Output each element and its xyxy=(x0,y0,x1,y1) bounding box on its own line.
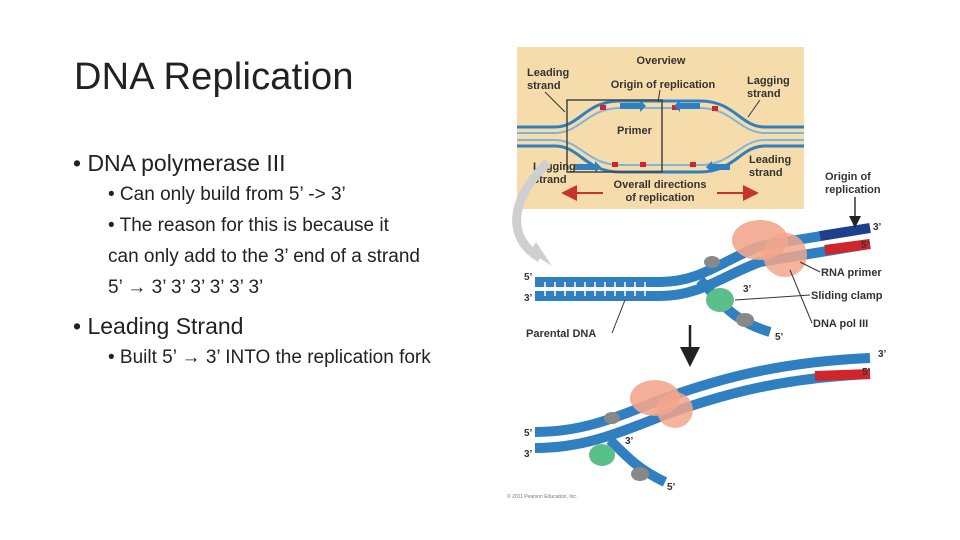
upper-right-3prime: 3’ xyxy=(873,222,882,233)
bubble-top-strand-outer xyxy=(517,99,804,129)
lower-protein-gray-1 xyxy=(604,412,620,424)
lower-lagging-5prime: 5’ xyxy=(667,482,676,493)
upper-fork: 5’ 3’ 3’ 5’ 5’ 3’ xyxy=(524,220,882,343)
upper-right-5prime: 5’ xyxy=(861,240,870,251)
parental-dna-pointer xyxy=(611,299,626,334)
dna-pol-pointer xyxy=(789,269,813,324)
origin-label-2: replication xyxy=(825,184,881,196)
lower-polymerase-b xyxy=(657,392,693,428)
into-fork-text: 3’ INTO the replication fork xyxy=(200,347,431,368)
overview-title: Overview xyxy=(637,55,686,67)
bullet-reason: • The reason for this is because it xyxy=(108,215,389,236)
lower-right-3prime: 3’ xyxy=(878,349,887,360)
lower-mid-3prime: 3’ xyxy=(625,436,634,447)
five-prime-text: 5’ xyxy=(108,277,128,298)
upper-polymerase-b xyxy=(763,233,807,277)
upper-label-3prime: 3’ xyxy=(524,293,533,304)
leading-top-pointer xyxy=(544,91,566,113)
sliding-clamp-label: Sliding clamp xyxy=(811,290,883,302)
rna-primer-label: RNA primer xyxy=(821,267,882,279)
overview-background xyxy=(517,47,804,209)
parental-dna-label: Parental DNA xyxy=(526,328,596,340)
right-arrow-icon: → xyxy=(181,347,201,368)
overview-origin-label: Origin of replication xyxy=(611,79,716,91)
origin-pointer xyxy=(657,89,661,103)
overview-directions-1: Overall directions xyxy=(614,179,707,191)
bullet-built-into-fork: • Built 5’ → 3’ INTO the replication for… xyxy=(108,347,431,369)
copyright-text: © 2011 Pearson Education, Inc. xyxy=(507,493,577,500)
upper-lagging-5prime: 5’ xyxy=(775,332,784,343)
upper-base-pairs xyxy=(544,282,646,296)
lower-sliding-clamp xyxy=(589,444,615,466)
three-prime-list: 3’ 3’ 3’ 3’ 3’ 3’ xyxy=(146,277,264,298)
overview-panel: Overview Origin of replication Leading s… xyxy=(517,47,804,209)
bullet-reason-cont: can only add to the 3’ end of a strand xyxy=(108,246,420,267)
overview-lagging-top-2: strand xyxy=(747,88,781,100)
upper-protein-gray-2 xyxy=(736,313,754,327)
lower-fork-top-strand xyxy=(534,353,871,437)
primer-zoom-box xyxy=(566,99,663,173)
overview-leading-bottom-1: Leading xyxy=(749,154,791,166)
rna-primer-pointer xyxy=(799,261,821,273)
dna-replication-figure: Overview Origin of replication Leading s… xyxy=(505,40,900,505)
overview-leading-top-2: strand xyxy=(527,80,561,92)
overview-directions-2: of replication xyxy=(625,192,694,204)
lower-protein-gray-2 xyxy=(631,467,649,481)
overview-leading-top-1: Leading xyxy=(527,67,569,79)
bullet-five-three-list: 5’ → 3’ 3’ 3’ 3’ 3’ 3’ xyxy=(108,277,263,299)
upper-label-5prime: 5’ xyxy=(524,272,533,283)
overview-lagging-bottom-2: strand xyxy=(533,174,567,186)
lower-lagging-strand xyxy=(606,436,668,487)
upper-sliding-clamp xyxy=(706,288,734,312)
bubble-bottom-strand-inner xyxy=(517,139,804,166)
bullet-leading-strand: • Leading Strand xyxy=(73,313,244,339)
lower-label-5prime: 5’ xyxy=(524,428,533,439)
slide-title: DNA Replication xyxy=(74,56,354,98)
upper-protein-gray-1 xyxy=(704,256,720,268)
upper-template-end xyxy=(819,223,871,241)
sliding-clamp-pointer xyxy=(734,294,811,301)
lower-fork: 5’ 3’ 3’ 5’ 5’ 3’ xyxy=(524,349,887,493)
lower-label-3prime: 3’ xyxy=(524,449,533,460)
overview-primer-label: Primer xyxy=(617,125,653,137)
overview-leading-bottom-2: strand xyxy=(749,167,783,179)
origin-label-1: Origin of xyxy=(825,171,871,183)
lower-rna-primer-segment xyxy=(814,369,871,381)
dna-pol-label: DNA pol III xyxy=(813,318,868,330)
overview-primers xyxy=(600,105,718,167)
lagging-top-pointer xyxy=(747,99,761,118)
right-arrow-icon: → xyxy=(127,277,147,298)
bubble-top-strand-inner xyxy=(517,107,804,134)
overview-lagging-top-1: Lagging xyxy=(747,75,790,87)
lower-right-5prime: 5’ xyxy=(862,367,871,378)
built-five-prime-text: • Built 5’ xyxy=(108,347,182,368)
upper-mid-3prime: 3’ xyxy=(743,284,752,295)
bullet-build-direction: • Can only build from 5’ -> 3’ xyxy=(108,184,346,205)
bullet-dna-polymerase: • DNA polymerase III xyxy=(73,150,286,176)
upper-rna-primer-segment xyxy=(824,239,871,255)
zoom-arrow-head-icon xyxy=(530,242,552,266)
overview-fragment-arrows xyxy=(575,100,730,173)
